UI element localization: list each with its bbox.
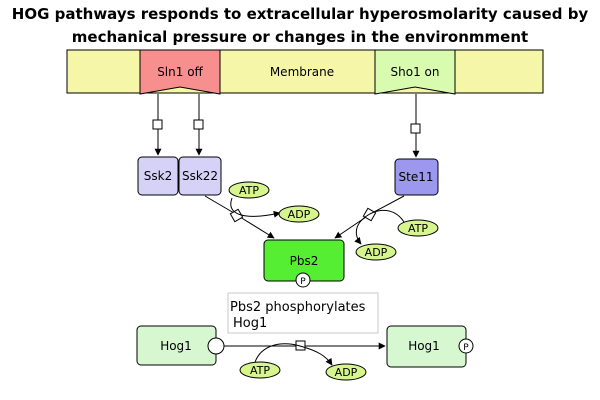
arrow-ssk-to-pbs2 (239, 216, 275, 239)
adp-right (355, 243, 397, 261)
sho1-receptor (374, 49, 456, 95)
note-line-1: Pbs2 phosphorylates (230, 300, 366, 315)
pbs2-phospho-label: P (300, 277, 306, 287)
sho1-label: Sho1 on (391, 65, 440, 79)
membrane-label: Membrane (270, 65, 334, 79)
sln1-receptor (139, 49, 221, 95)
title-line-2: mechanical pressure or changes in the en… (71, 28, 529, 46)
hog1-right-phospho-label: P (463, 343, 469, 353)
hog1-left-label: Hog1 (160, 339, 192, 353)
diagram-title: HOG pathways responds to extracellular h… (0, 3, 600, 49)
adp-left-top (278, 205, 320, 223)
edge-ssk-to-node (204, 195, 235, 214)
hog1-left-site (207, 337, 225, 355)
atp-right-label: ATP (408, 222, 428, 235)
adp-bottom (325, 363, 367, 381)
ssk22-node (178, 156, 222, 196)
hog1-atp-adp-arc (254, 343, 333, 366)
process-node-left-pbs2 (229, 208, 244, 223)
adp-bottom-label: ADP (335, 366, 358, 379)
process-node-ssk22 (193, 119, 204, 130)
ste11-label: Ste11 (399, 170, 434, 184)
process-node-ssk2 (152, 119, 163, 130)
pbs2-label: Pbs2 (290, 254, 319, 268)
adp-right-label: ADP (365, 246, 388, 259)
atp-right (397, 219, 439, 237)
pbs2-phospho-site (295, 272, 311, 288)
adp-left-top-label: ADP (288, 208, 311, 221)
ssk2-label: Ssk2 (144, 169, 172, 183)
hog1-right-label: Hog1 (408, 339, 440, 353)
note-line-2: Hog1 (233, 316, 267, 331)
left-atp-adp-arc (230, 197, 281, 218)
title-line-1: HOG pathways responds to extracellular h… (11, 5, 589, 23)
atp-left-top (228, 181, 270, 199)
ssk22-label: Ssk22 (182, 169, 218, 183)
atp-bottom (239, 361, 281, 379)
hog1-right-phospho-site (458, 338, 474, 354)
atp-left-top-label: ATP (239, 184, 259, 197)
edge-ste11-to-node (373, 195, 405, 213)
ste11-node (394, 158, 439, 196)
ssk2-node (137, 156, 179, 196)
note-box (227, 292, 379, 334)
sln1-label: Sln1 off (157, 65, 203, 79)
process-node-ste11 (410, 123, 421, 134)
right-atp-adp-arc (354, 209, 405, 245)
atp-bottom-label: ATP (250, 364, 270, 377)
